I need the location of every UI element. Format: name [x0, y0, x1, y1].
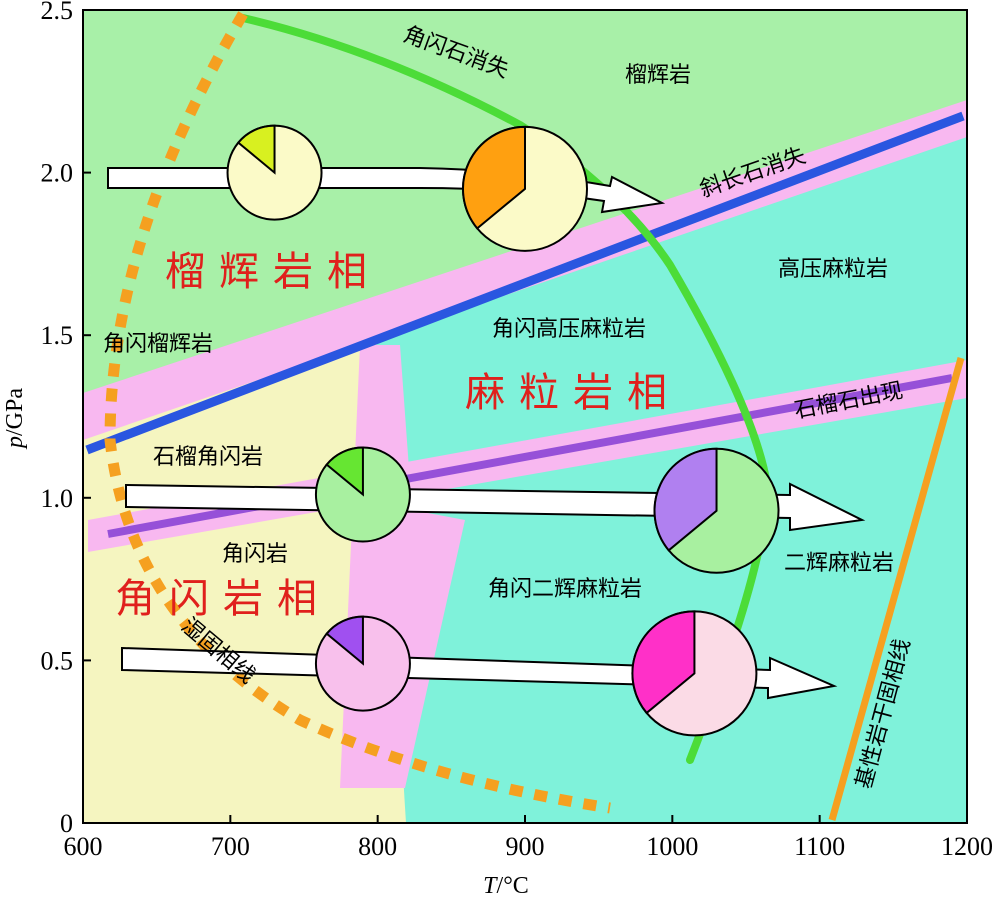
pie-slice	[462, 125, 526, 230]
y-axis-symbol: p	[2, 436, 28, 450]
y-tick-label: 2.5	[41, 0, 74, 25]
plagioclase-out-line	[85, 111, 965, 455]
rock-label-amph-eclogite: 角闪榴辉岩	[103, 332, 213, 357]
assemblage-pies	[226, 124, 780, 737]
pie-granulite-high-t	[653, 447, 780, 574]
x-axis-unit: /°C	[497, 873, 529, 899]
amphibolite-field	[83, 322, 406, 823]
x-tick-label: 1000	[646, 832, 698, 861]
rock-label-amph-hp-granulite: 角闪高压麻粒岩	[492, 317, 646, 342]
y-tick-label: 0	[60, 809, 73, 838]
rock-label-garnet-amphibolite: 石榴角闪岩	[153, 445, 263, 470]
pie-slice	[653, 447, 718, 552]
x-axis-title: T/°C	[483, 873, 529, 899]
rock-label-amph-two-px-granulite: 角闪二辉麻粒岩	[488, 577, 642, 602]
rock-label-hp-granulite: 高压麻粒岩	[778, 257, 888, 282]
facies-label-eclogite: 榴辉岩相	[165, 249, 381, 295]
arrow-amphibolite	[121, 646, 838, 700]
y-axis-unit: /GPa	[2, 388, 28, 436]
x-tick-label: 1200	[941, 832, 993, 861]
plagioclase-out-band	[83, 100, 967, 440]
x-tick-label: 700	[211, 832, 250, 861]
pie-slice	[631, 610, 696, 715]
pie-amphibolite-high-t	[631, 610, 758, 737]
facies-label-amphibolite: 角闪岩相	[115, 576, 331, 622]
pie-slice	[236, 124, 276, 175]
x-tick-label: 900	[506, 832, 545, 861]
rock-label-amphibolite: 角闪岩	[222, 542, 288, 567]
dry-solidus-line	[828, 357, 965, 821]
x-tick-label: 600	[64, 832, 103, 861]
pie-amphibolite-low-t	[314, 615, 411, 712]
y-tick-label: 1.5	[41, 321, 74, 350]
plot-area: 榴辉岩相 麻粒岩相 角闪岩相 榴辉岩 高压麻粒岩 角闪榴辉岩 角闪高压麻粒岩 石…	[83, 10, 967, 823]
y-tick-label: 2.0	[41, 159, 74, 188]
pie-eclogite-high-t	[462, 125, 588, 252]
x-axis-symbol: T	[483, 873, 498, 899]
x-tick-label: 800	[358, 832, 397, 861]
rock-label-eclogite: 榴辉岩	[625, 63, 691, 88]
facies-label-granulite: 麻粒岩相	[465, 370, 681, 416]
pie-granulite-low-t	[314, 446, 411, 543]
pie-slice	[325, 615, 364, 666]
pie-eclogite-low-t	[226, 124, 323, 221]
y-axis-title: p/GPa	[2, 388, 28, 450]
y-tick-label: 0.5	[41, 646, 74, 675]
pie-slice	[325, 446, 364, 497]
x-tick-label: 1100	[794, 832, 845, 861]
rock-label-two-px-granulite: 二辉麻粒岩	[784, 551, 894, 576]
y-tick-label: 1.0	[41, 484, 74, 513]
axis-ticks: 600 700 800 900 1000 1100 1200 0 0.5 1.0 1.5 2.0 2.5	[41, 0, 994, 861]
